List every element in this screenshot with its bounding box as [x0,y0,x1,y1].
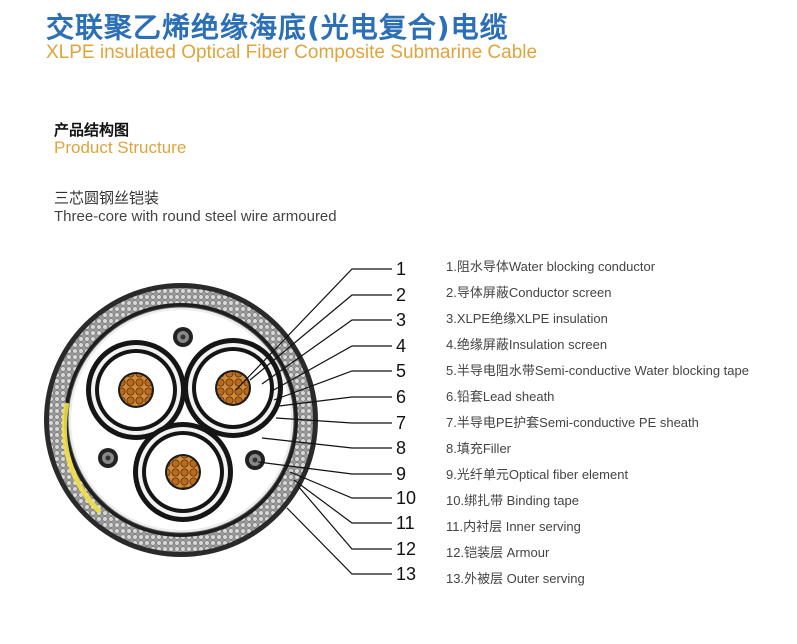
legend-item-9: 9.光纤单元Optical fiber element [446,467,629,482]
optical-fiber-element-right [245,450,265,470]
leader-line-3 [261,319,392,385]
leader-line-2 [249,294,392,381]
legend-item-6: 6.铅套Lead sheath [446,389,555,404]
callout-number-1: 1 [396,259,406,279]
leader-line-9 [257,461,392,475]
legend-item-3: 3.XLPE绝缘XLPE insulation [446,311,608,326]
legend-item-4: 4.绝缘屏蔽Insulation screen [446,337,608,352]
legend-item-5: 5.半导电阻水带Semi-conductive Water blocking t… [446,363,749,378]
callout-number-3: 3 [396,310,406,330]
legend-item-13: 13.外被层 Outer serving [446,571,585,586]
callout-number-4: 4 [396,336,406,356]
power-core-1 [86,340,186,440]
leader-line-7 [275,417,392,424]
callout-number-8: 8 [396,438,406,458]
legend-item-11: 11.内衬层 Inner serving [446,519,581,534]
optical-fiber-element-left [98,448,118,468]
section-heading-chinese: 产品结构图 [54,121,130,139]
leader-line-11 [293,479,392,524]
leader-line-5 [273,370,392,401]
callout-number-9: 9 [396,464,406,484]
callout-number-12: 12 [396,539,416,559]
leader-line-12 [297,485,392,550]
callout-number-6: 6 [396,387,406,407]
title-chinese: 交联聚乙烯绝缘海底(光电复合)电缆 [46,11,509,44]
callout-number-13: 13 [396,564,416,584]
callout-number-10: 10 [396,488,416,508]
leader-line-4 [269,345,392,393]
leader-line-6 [278,396,392,407]
callout-number-5: 5 [396,361,406,381]
leader-line-13 [286,507,392,575]
section-heading-english: Product Structure [54,138,187,157]
subtitle-english: Three-core with round steel wire armoure… [54,208,337,225]
legend-item-12: 12.铠装层 Armour [446,545,550,560]
legend-item-10: 10.绑扎带 Binding tape [446,493,579,508]
leader-line-1 [235,268,392,391]
legend-item-8: 8.填充Filler [446,441,512,456]
leader-line-8 [261,437,392,449]
yellow-marker-stripe [61,402,102,514]
subtitle-chinese: 三芯圆钢丝铠装 [54,189,160,207]
power-core-3 [133,422,233,522]
power-core-2 [183,338,283,438]
callout-number-2: 2 [396,285,406,305]
component-legend: 1.阻水导体Water blocking conductor 2.导体屏蔽Con… [446,258,749,596]
legend-item-2: 2.导体屏蔽Conductor screen [446,285,612,300]
callout-number-11: 11 [396,513,415,533]
callout-number-7: 7 [396,413,406,433]
optical-fiber-element-top [173,327,193,347]
leader-line-10 [289,471,392,499]
legend-item-7: 7.半导电PE护套Semi-conductive PE sheath [446,415,699,430]
legend-item-1: 1.阻水导体Water blocking conductor [446,259,656,274]
title-english: XLPE insulated Optical Fiber Composite S… [46,42,538,63]
